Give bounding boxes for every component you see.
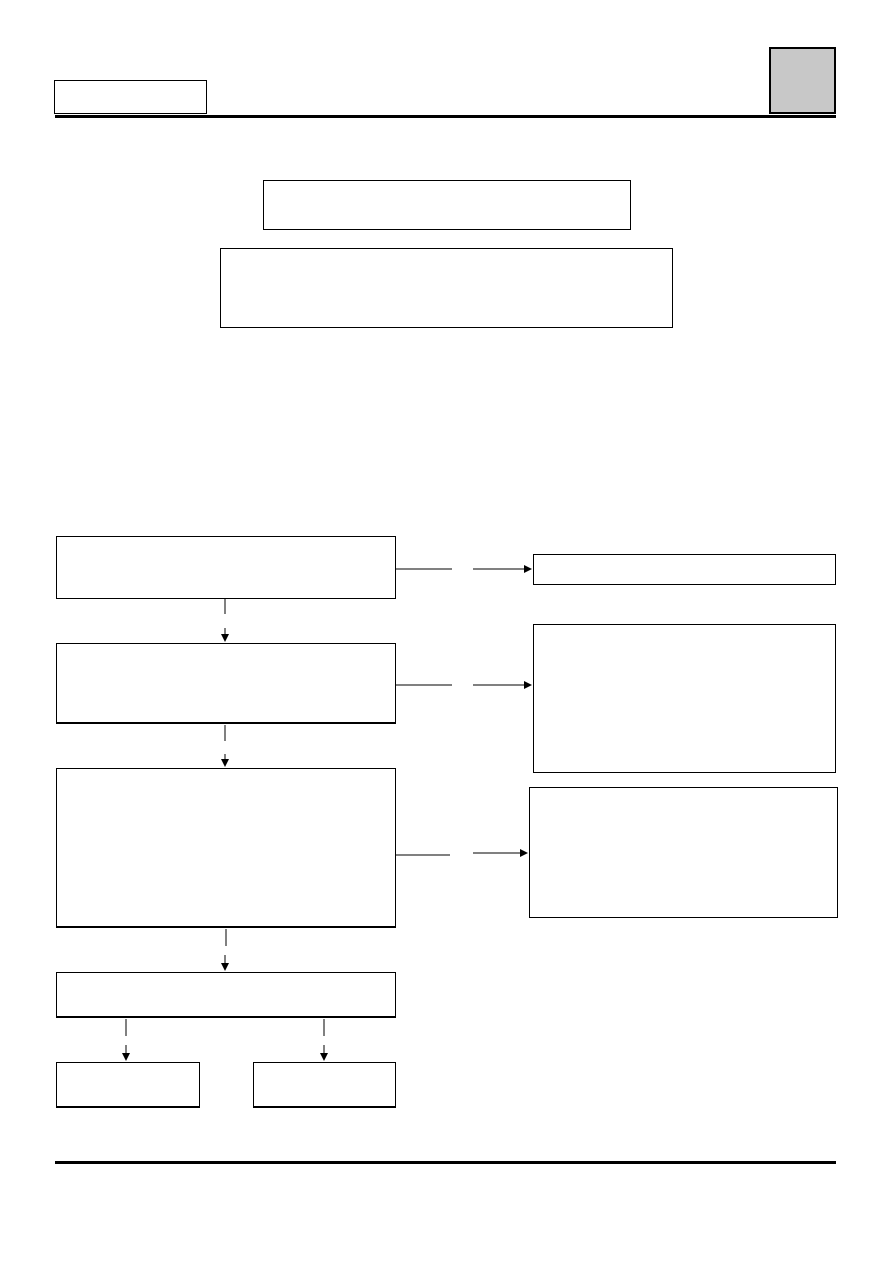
branch-left-box bbox=[56, 1062, 200, 1108]
step-2-box bbox=[56, 643, 396, 724]
result-2-box bbox=[533, 624, 836, 773]
result-3-box bbox=[529, 787, 838, 918]
corner-tab bbox=[769, 47, 836, 114]
step-1-box bbox=[56, 536, 396, 599]
step-4-box bbox=[56, 972, 396, 1018]
description-box bbox=[220, 248, 673, 328]
title-box bbox=[263, 180, 631, 230]
step-3-box bbox=[56, 768, 396, 928]
branch-right-box bbox=[253, 1062, 396, 1108]
header-rule bbox=[55, 115, 836, 118]
result-1-box bbox=[533, 554, 836, 585]
section-label-box bbox=[54, 80, 207, 114]
footer-rule bbox=[55, 1161, 836, 1164]
